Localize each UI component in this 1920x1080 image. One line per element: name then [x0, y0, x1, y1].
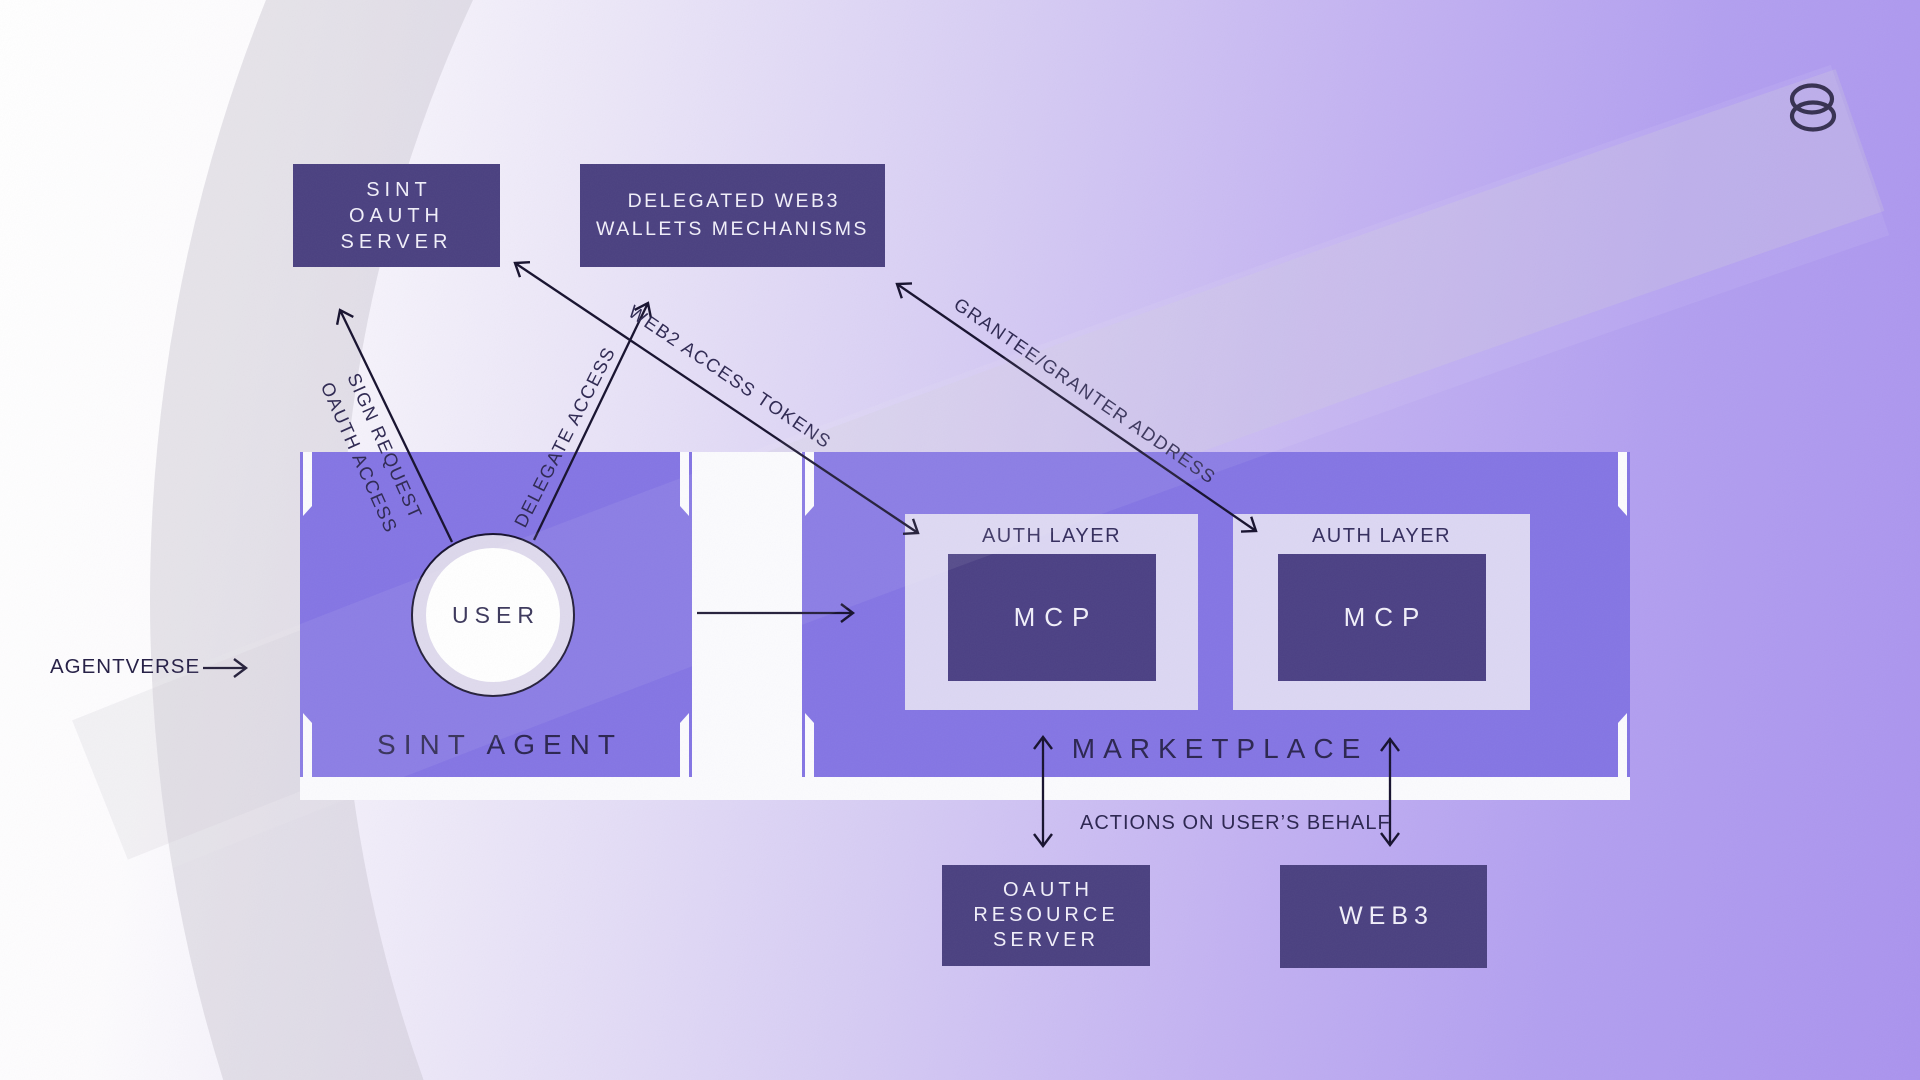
auth-layer-1-label: AUTH LAYER	[981, 525, 1122, 547]
mcp-box-2: MCP	[1277, 554, 1486, 681]
mcp-2-label: MCP	[1343, 602, 1429, 632]
actions-on-users-behalf-label: ACTIONS ON USER’S BEHALF	[1080, 812, 1391, 834]
agentverse-label: AGENTVERSE	[50, 655, 201, 678]
web3-box: WEB3	[1280, 865, 1487, 968]
mcp-box-1: MCP	[947, 554, 1156, 681]
corner-notch	[303, 452, 312, 516]
auth-layer-2-label: AUTH LAYER	[1311, 525, 1452, 547]
sint-oauth-server-label: SINT OAUTH SERVER	[340, 178, 453, 253]
auth-layer-2: AUTH LAYER MCP	[1233, 514, 1530, 710]
sint-logo-icon	[1789, 83, 1837, 132]
web3-label: WEB3	[1339, 902, 1434, 931]
delegated-web3-wallets-label: DELEGATED WEB3 WALLETS MECHANISMS	[596, 190, 869, 240]
mcp-1-label: MCP	[1013, 602, 1099, 632]
web2-access-tokens-label: WEB2 ACCESS TOKENS	[624, 300, 836, 453]
sint-oauth-server-box: SINT OAUTH SERVER	[293, 164, 500, 267]
oauth-resource-server-box: OAUTH RESOURCE SERVER	[942, 865, 1150, 966]
delegated-web3-wallets-box: DELEGATED WEB3 WALLETS MECHANISMS	[580, 164, 885, 267]
user-node-inner: USER	[426, 548, 560, 682]
corner-notch	[680, 452, 689, 516]
corner-notch	[1618, 452, 1627, 516]
corner-notch	[805, 452, 814, 516]
sint-agent-title: SINT AGENT	[377, 729, 623, 760]
oauth-resource-server-label: OAUTH RESOURCE SERVER	[973, 879, 1119, 951]
user-node: USER	[411, 533, 575, 697]
user-label: USER	[452, 601, 540, 628]
auth-layer-1: AUTH LAYER MCP	[905, 514, 1198, 710]
marketplace-title: MARKETPLACE	[1071, 733, 1369, 764]
